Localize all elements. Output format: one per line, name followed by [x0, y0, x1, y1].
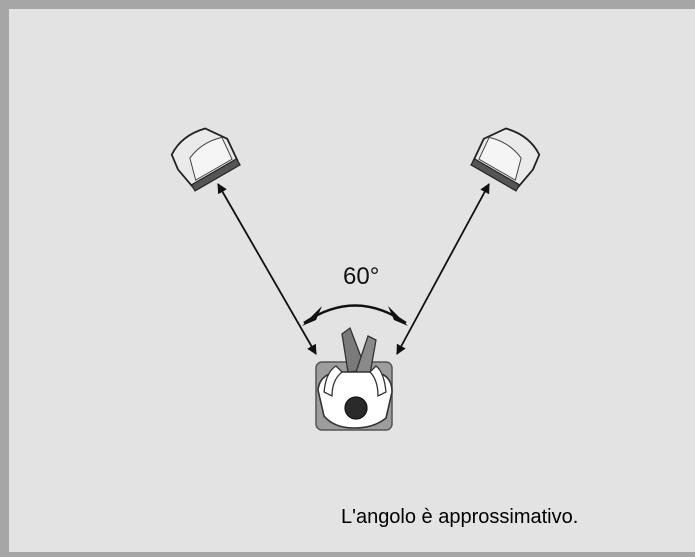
right-speaker-icon [470, 127, 541, 192]
left-speaker-icon [170, 127, 241, 192]
angle-arc [303, 304, 407, 325]
angle-label: 60° [343, 263, 380, 290]
left-distance-arrow [217, 183, 317, 355]
angle-arc-left-head [302, 306, 322, 326]
caption-text: L'angolo è approssimativo. [341, 506, 579, 528]
listener-icon [315, 326, 393, 431]
angle-arc-right-head [388, 306, 408, 326]
right-distance-arrow [396, 183, 490, 355]
